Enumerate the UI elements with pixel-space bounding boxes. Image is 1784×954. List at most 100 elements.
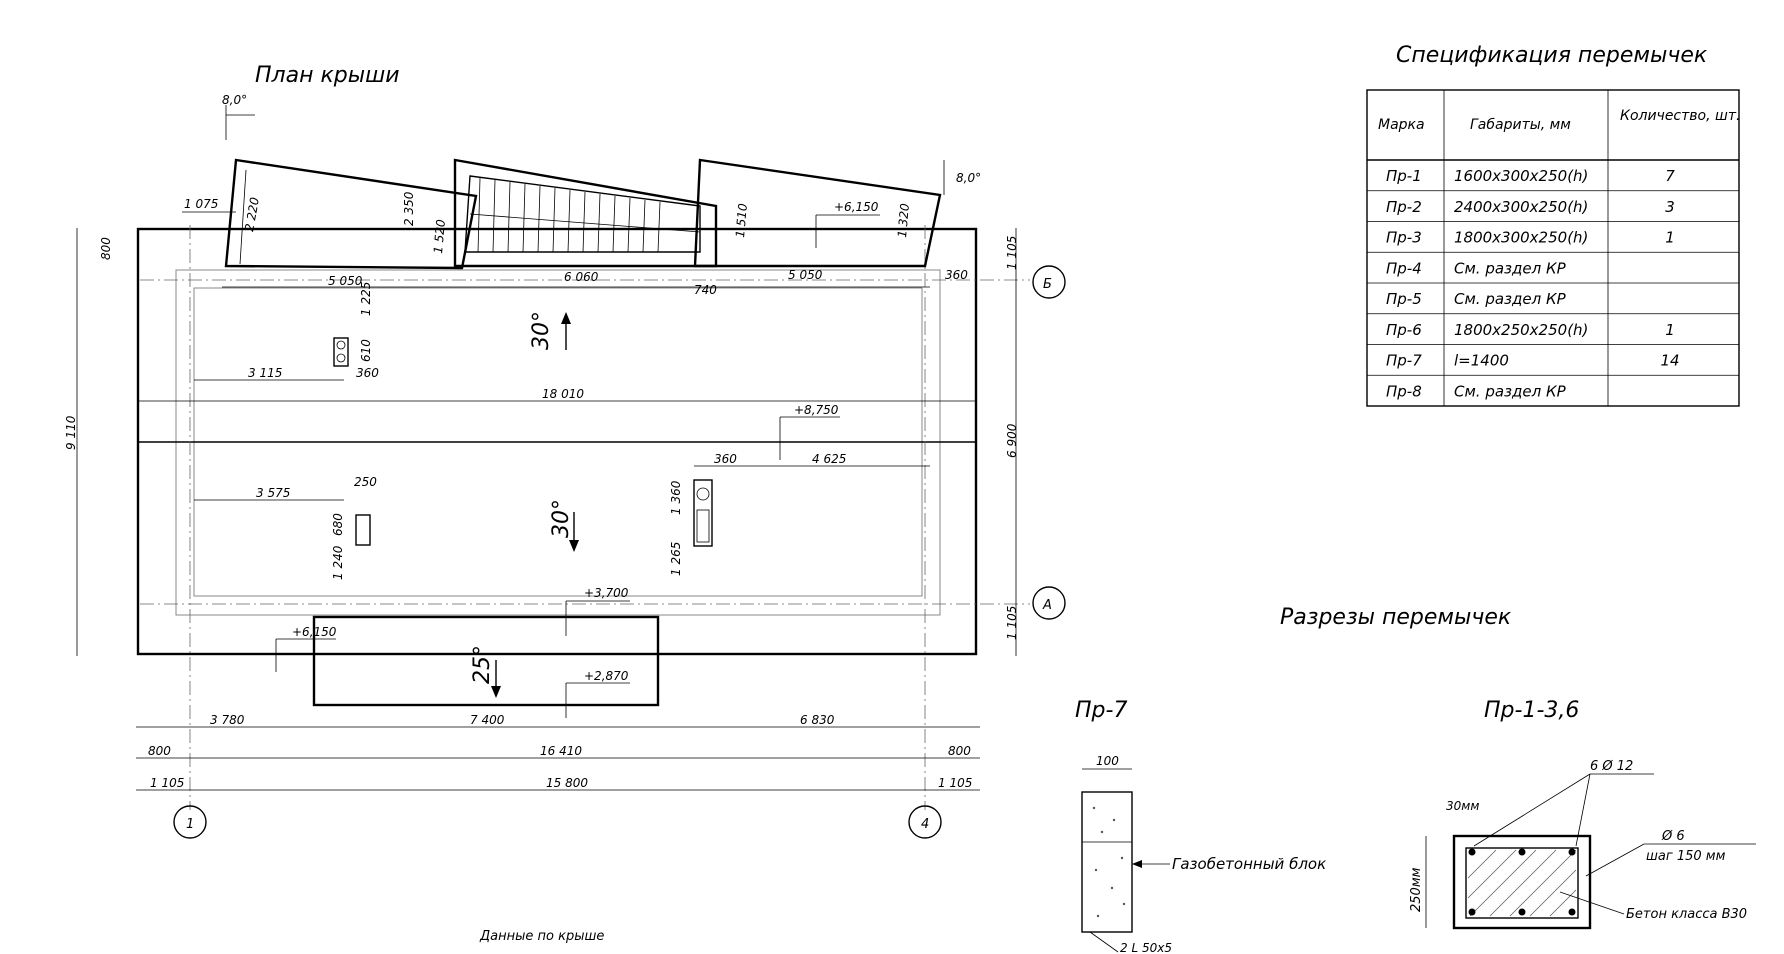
- pr136-cover: 30мм: [1446, 799, 1479, 813]
- dim-800-r: 800: [948, 744, 971, 758]
- spec-header-qty: Количество, шт.: [1620, 108, 1740, 124]
- slope-porch-arrowhead: [491, 686, 501, 698]
- dim-6060: 6 060: [564, 270, 599, 284]
- axis-bubble-4: [908, 805, 942, 839]
- dim-740: 740: [694, 283, 717, 297]
- dim-800-l: 800: [148, 744, 171, 758]
- dim-1105-top: 1 105: [1005, 236, 1019, 270]
- dormer-center-stairs: [469, 177, 701, 253]
- pr136-hatch: [1467, 849, 1577, 917]
- spec-cell-size: 1800х300х250(h): [1454, 229, 1588, 247]
- dim-2220: 2 220: [242, 196, 262, 233]
- axis-label-4: 4: [921, 817, 929, 832]
- axis-bubble-1: [173, 805, 207, 839]
- pr136-title: Пр-1-3,6: [1484, 698, 1579, 723]
- plan-title: План крыши: [255, 63, 400, 88]
- dim-6900: 6 900: [1005, 423, 1019, 458]
- elev-left-low: +6,150: [292, 625, 337, 639]
- sections: Разрезы перемычек Пр-7 100 Газобетонный …: [1075, 605, 1756, 954]
- pr136-concrete-leader: [1559, 891, 1625, 915]
- vent-upper-left-hole-2: [336, 353, 346, 363]
- dim-16410: 16 410: [540, 744, 582, 758]
- dim-800-left: 800: [99, 237, 113, 260]
- dim-6830: 6 830: [800, 713, 835, 727]
- pr136-step: шаг 150 мм: [1646, 849, 1726, 864]
- spec-title: Спецификация перемычек: [1396, 43, 1708, 68]
- spec-cell-qty: 3: [1665, 198, 1675, 216]
- slope-lower-label: 30°: [549, 499, 574, 538]
- vent-lower-right-grid: [696, 509, 710, 543]
- dormer-center-inner: [464, 175, 701, 253]
- elev-porch-top: +3,700: [584, 586, 629, 600]
- dim-610: 610: [359, 339, 373, 362]
- dim-1075: 1 075: [184, 197, 218, 211]
- slope-upper-arrowhead: [561, 312, 571, 324]
- pr136-height: 250мм: [1409, 867, 1424, 912]
- spec-header-mark: Марка: [1378, 117, 1425, 133]
- spec-cell-size: 1600х300х250(h): [1454, 167, 1588, 185]
- dim-15800: 15 800: [546, 776, 588, 790]
- spec-cell-qty: 7: [1665, 167, 1675, 185]
- dim-1360: 1 360: [669, 480, 683, 515]
- axis-bubble-b: [1032, 265, 1066, 299]
- roof-plan: План крыши: [64, 63, 1066, 944]
- slope-lower-arrowhead: [569, 540, 579, 552]
- pr136-rebar-leader-1: [1473, 773, 1591, 847]
- vent-lower-left: [355, 514, 371, 546]
- dim-1520: 1 520: [431, 218, 448, 254]
- pr136-stirrup-leader: [1585, 843, 1645, 877]
- pr136-beam: [1452, 834, 1592, 930]
- dormer-right: [693, 158, 942, 268]
- spec-table: [1366, 89, 1740, 407]
- dim-5050-right: 5 050: [788, 268, 823, 282]
- dim-9110: 9 110: [64, 415, 78, 450]
- dim-18010: 18 010: [542, 387, 584, 401]
- slope-upper-label: 30°: [529, 311, 554, 350]
- vent-lower-right-hole: [696, 487, 710, 501]
- spec-cell-mark: Пр-4: [1386, 259, 1422, 277]
- pr136-stirrup: [1465, 847, 1579, 919]
- vent-upper-left-hole-1: [336, 340, 346, 350]
- slope-porch-label: 25°: [470, 645, 495, 684]
- spec-header-qty-text: Количество, шт.: [1620, 108, 1740, 124]
- dim-1105-l: 1 105: [150, 776, 184, 790]
- spec-cell-mark: Пр-8: [1386, 382, 1422, 400]
- porch-canopy: [312, 615, 660, 707]
- dim-360-b: 360: [714, 452, 737, 466]
- elev-porch-bottom: +2,870: [584, 669, 629, 683]
- pr136-rebars: [1468, 848, 1576, 916]
- dim-1320: 1 320: [895, 202, 912, 238]
- dim-4625: 4 625: [812, 452, 846, 466]
- spec-section: Спецификация перемычек Пр-1 1600х300х250(…: [1366, 43, 1740, 407]
- axis-bubble-a: [1032, 586, 1066, 620]
- pr7-label-block: Газобетонный блок: [1172, 855, 1326, 873]
- spec-cell-size: 1800х250х250(h): [1454, 321, 1588, 339]
- spec-cell-size: См. раздел КР: [1454, 290, 1567, 308]
- dim-1240: 1 240: [331, 545, 345, 580]
- dormer-left: [224, 158, 478, 270]
- spec-cell-mark: Пр-3: [1386, 229, 1422, 247]
- dim-5050-left: 5 050: [328, 274, 363, 288]
- spec-cell-qty: 1: [1665, 229, 1675, 247]
- dim-3575: 3 575: [256, 486, 290, 500]
- dim-7400: 7 400: [470, 713, 505, 727]
- dim-1265: 1 265: [669, 542, 683, 576]
- dim-2350: 2 350: [402, 191, 416, 226]
- spec-cell-mark: Пр-6: [1386, 321, 1422, 339]
- pr7-block: [1081, 791, 1133, 933]
- pr136-stirrup-dia: Ø 6: [1661, 829, 1685, 844]
- angle-right: 8,0°: [956, 171, 981, 185]
- dim-1225: 1 225: [359, 282, 373, 316]
- dim-3115: 3 115: [248, 366, 282, 380]
- spec-cell-mark: Пр-1: [1386, 167, 1422, 185]
- pr136-rebar-top: 6 Ø 12: [1590, 759, 1633, 774]
- dim-3780: 3 780: [210, 713, 245, 727]
- dim-360-top: 360: [945, 268, 968, 282]
- dim-360-a: 360: [356, 366, 379, 380]
- pr136-concrete: Бетон класса В30: [1626, 907, 1747, 922]
- spec-cell-size: 2400х300х250(h): [1454, 198, 1588, 216]
- pr7-label-bottom: 2 L 50х5: [1120, 941, 1172, 954]
- angle-left: 8,0°: [222, 93, 247, 107]
